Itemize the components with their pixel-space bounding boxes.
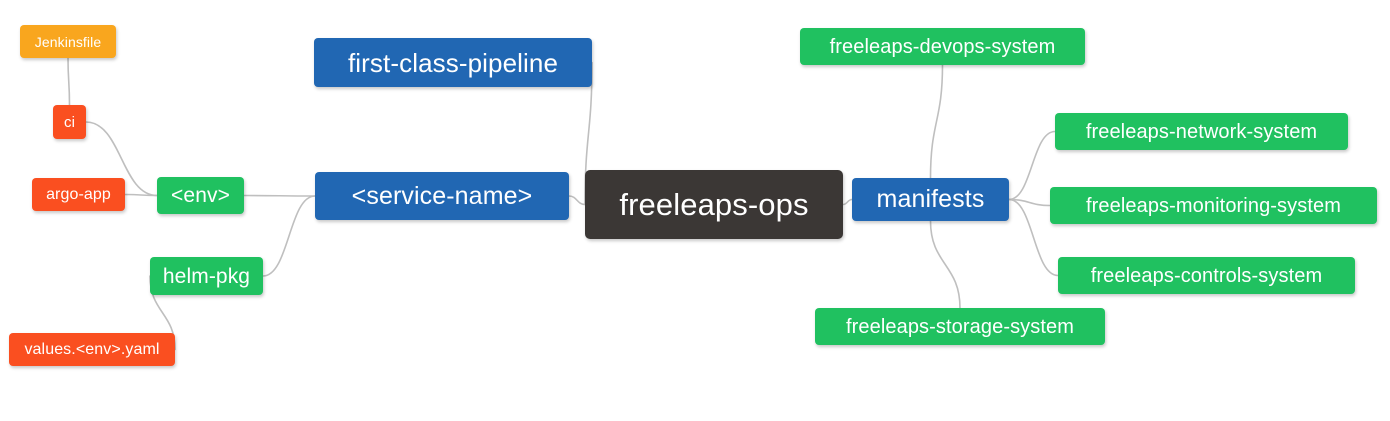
mindmap-node-freeleaps-controls-system[interactable]: freeleaps-controls-system [1058, 257, 1355, 294]
mindmap-node-freeleaps-network-system[interactable]: freeleaps-network-system [1055, 113, 1348, 150]
mindmap-edge-freeleaps-ops--manifests [842, 198, 853, 206]
mindmap-node-service-name[interactable]: <service-name> [315, 172, 569, 220]
mindmap-edge-service-name--helm-pkg [262, 195, 316, 277]
mindmap-node-ci[interactable]: ci [53, 105, 86, 139]
mindmap-edge-manifests--freeleaps-monitoring-system [1008, 198, 1051, 207]
mindmap-edge-freeleaps-ops--service-name [568, 195, 586, 206]
mindmap-node-freeleaps-monitoring-system[interactable]: freeleaps-monitoring-system [1050, 187, 1377, 224]
mindmap-node-freeleaps-ops[interactable]: freeleaps-ops [585, 170, 843, 239]
mindmap-edge-manifests--freeleaps-network-system [1008, 130, 1056, 201]
mindmap-edge-manifests--freeleaps-storage-system [929, 220, 961, 309]
mindmap-edge-env--argo-app [124, 193, 158, 197]
mindmap-node-helm-pkg[interactable]: helm-pkg [150, 257, 263, 295]
mindmap-node-values-env-yaml[interactable]: values.<env>.yaml [9, 333, 175, 366]
mindmap-edge-service-name--env [243, 194, 316, 197]
mindmap-node-freeleaps-storage-system[interactable]: freeleaps-storage-system [815, 308, 1105, 345]
mindmap-node-first-class-pipeline[interactable]: first-class-pipeline [314, 38, 592, 87]
mindmap-node-manifests[interactable]: manifests [852, 178, 1009, 221]
mindmap-node-argo-app[interactable]: argo-app [32, 178, 125, 211]
mindmap-node-jenkinsfile[interactable]: Jenkinsfile [20, 25, 116, 58]
mindmap-edge-manifests--freeleaps-devops-system [929, 64, 944, 179]
mindmap-node-env[interactable]: <env> [157, 177, 244, 214]
mindmap-node-freeleaps-devops-system[interactable]: freeleaps-devops-system [800, 28, 1085, 65]
mindmap-edge-ci--jenkinsfile [67, 57, 71, 106]
